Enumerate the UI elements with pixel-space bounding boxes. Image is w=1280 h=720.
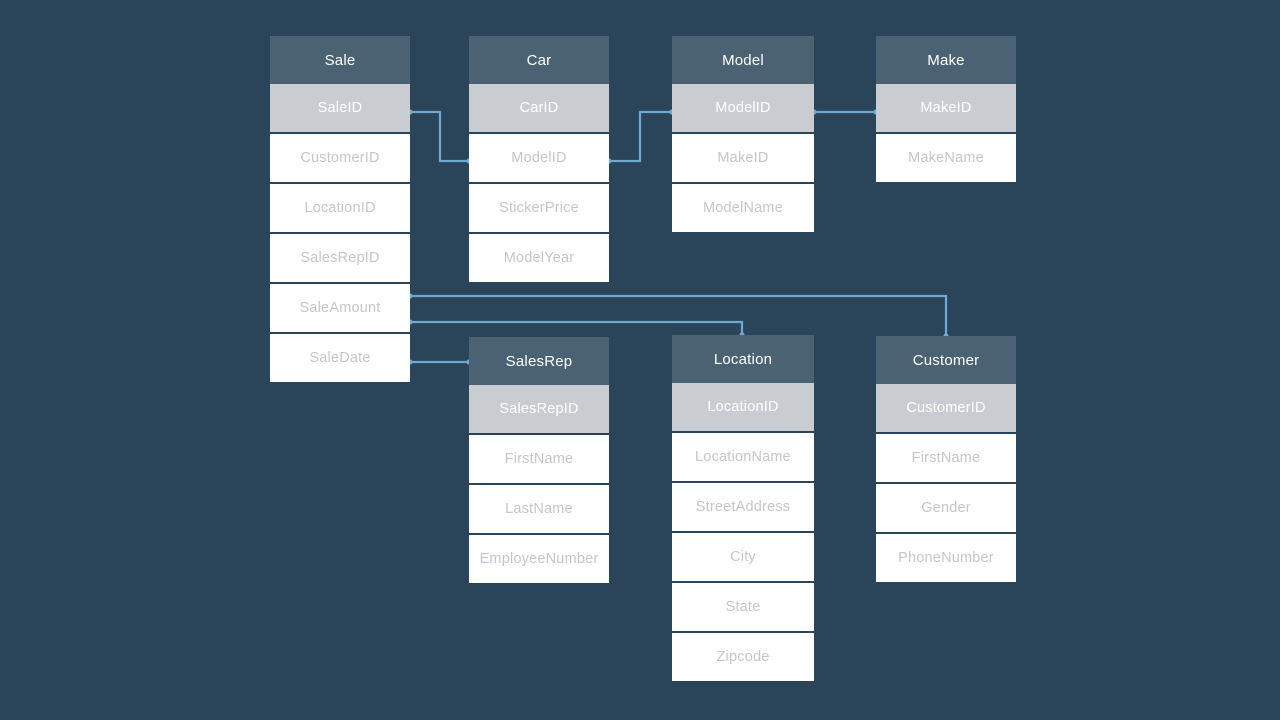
primary-key-row-salesrep-0[interactable]: SalesRepID [469, 385, 609, 433]
connector-line [408, 294, 948, 338]
entity-table-header-model[interactable]: Model [672, 36, 814, 84]
column-row-sale-5[interactable]: SaleDate [270, 334, 410, 382]
column-row-sale-3[interactable]: SalesRepID [270, 234, 410, 282]
column-row-customer-1[interactable]: FirstName [876, 434, 1016, 482]
entity-table-header-car[interactable]: Car [469, 36, 609, 84]
entity-table-header-sale[interactable]: Sale [270, 36, 410, 84]
connector-line [408, 110, 471, 163]
primary-key-row-make-0[interactable]: MakeID [876, 84, 1016, 132]
entity-table-header-customer[interactable]: Customer [876, 336, 1016, 384]
column-row-salesrep-1[interactable]: FirstName [469, 435, 609, 483]
column-row-sale-4[interactable]: SaleAmount [270, 284, 410, 332]
relationship-model-modelid-to-car-modelid [606, 109, 675, 164]
column-row-location-2[interactable]: StreetAddress [672, 483, 814, 531]
column-row-sale-2[interactable]: LocationID [270, 184, 410, 232]
relationship-car-modelid-to-sale-saleid [407, 109, 472, 164]
relationship-sale-to-customer [407, 293, 949, 339]
entity-table-header-salesrep[interactable]: SalesRep [469, 337, 609, 385]
column-row-location-4[interactable]: State [672, 583, 814, 631]
column-row-make-1[interactable]: MakeName [876, 134, 1016, 182]
column-row-location-5[interactable]: Zipcode [672, 633, 814, 681]
column-row-model-2[interactable]: ModelName [672, 184, 814, 232]
column-row-sale-1[interactable]: CustomerID [270, 134, 410, 182]
column-row-car-1[interactable]: ModelID [469, 134, 609, 182]
connector-line [607, 110, 674, 163]
column-row-model-1[interactable]: MakeID [672, 134, 814, 182]
entity-table-header-location[interactable]: Location [672, 335, 814, 383]
column-row-customer-2[interactable]: Gender [876, 484, 1016, 532]
primary-key-row-car-0[interactable]: CarID [469, 84, 609, 132]
column-row-car-2[interactable]: StickerPrice [469, 184, 609, 232]
column-row-location-1[interactable]: LocationName [672, 433, 814, 481]
primary-key-row-model-0[interactable]: ModelID [672, 84, 814, 132]
column-row-salesrep-3[interactable]: EmployeeNumber [469, 535, 609, 583]
connector-line [408, 320, 744, 337]
column-row-salesrep-2[interactable]: LastName [469, 485, 609, 533]
primary-key-row-sale-0[interactable]: SaleID [270, 84, 410, 132]
entity-table-header-make[interactable]: Make [876, 36, 1016, 84]
column-row-car-3[interactable]: ModelYear [469, 234, 609, 282]
column-row-customer-3[interactable]: PhoneNumber [876, 534, 1016, 582]
relationship-make-makeid-to-model-modelid [811, 109, 879, 115]
primary-key-row-location-0[interactable]: LocationID [672, 383, 814, 431]
primary-key-row-customer-0[interactable]: CustomerID [876, 384, 1016, 432]
relationship-sale-to-salesrep [407, 359, 472, 365]
column-row-location-3[interactable]: City [672, 533, 814, 581]
